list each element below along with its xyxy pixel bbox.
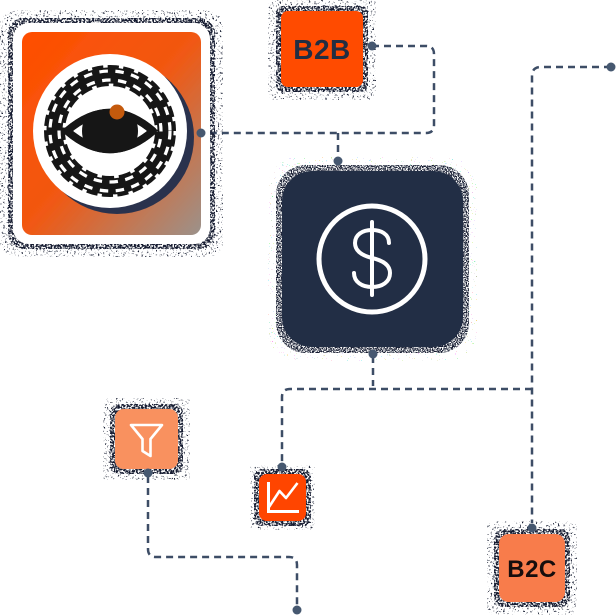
analytics-node bbox=[259, 474, 306, 521]
funnel-box bbox=[115, 409, 178, 469]
b2b-label: B2B bbox=[293, 34, 351, 65]
connection-dot bbox=[196, 128, 206, 138]
b2b-node: B2B bbox=[281, 11, 363, 87]
connection-dot bbox=[292, 605, 302, 615]
b2c-box bbox=[499, 534, 565, 602]
analytics-box bbox=[259, 474, 306, 521]
b2c-label: B2C bbox=[507, 556, 557, 583]
connection-dot bbox=[333, 156, 343, 166]
connector-b2b-to-logo bbox=[203, 44, 436, 135]
connection-dot bbox=[606, 62, 616, 72]
maze-eye-icon bbox=[33, 54, 194, 214]
connection-dot bbox=[527, 523, 537, 533]
connection-dot bbox=[367, 41, 377, 51]
connector-lines bbox=[146, 44, 611, 605]
connector-funnel-to-bottom bbox=[146, 476, 299, 605]
eye-highlight-dot bbox=[109, 104, 125, 120]
revenue-node bbox=[282, 171, 463, 347]
connection-dots bbox=[143, 41, 616, 615]
eye-logo-card bbox=[13, 23, 210, 244]
connection-dot bbox=[277, 462, 287, 472]
b2b-box bbox=[281, 11, 363, 87]
connector-junction-to-chart bbox=[280, 387, 532, 462]
connector-right-to-b2c bbox=[530, 65, 611, 523]
dollar-circle-icon bbox=[316, 203, 428, 315]
line-chart-icon bbox=[267, 482, 299, 513]
funnel-icon bbox=[129, 423, 164, 458]
connection-dot bbox=[368, 349, 378, 359]
b2c-node: B2C bbox=[499, 534, 565, 602]
connection-dot bbox=[143, 468, 153, 478]
funnel-node bbox=[115, 409, 178, 469]
